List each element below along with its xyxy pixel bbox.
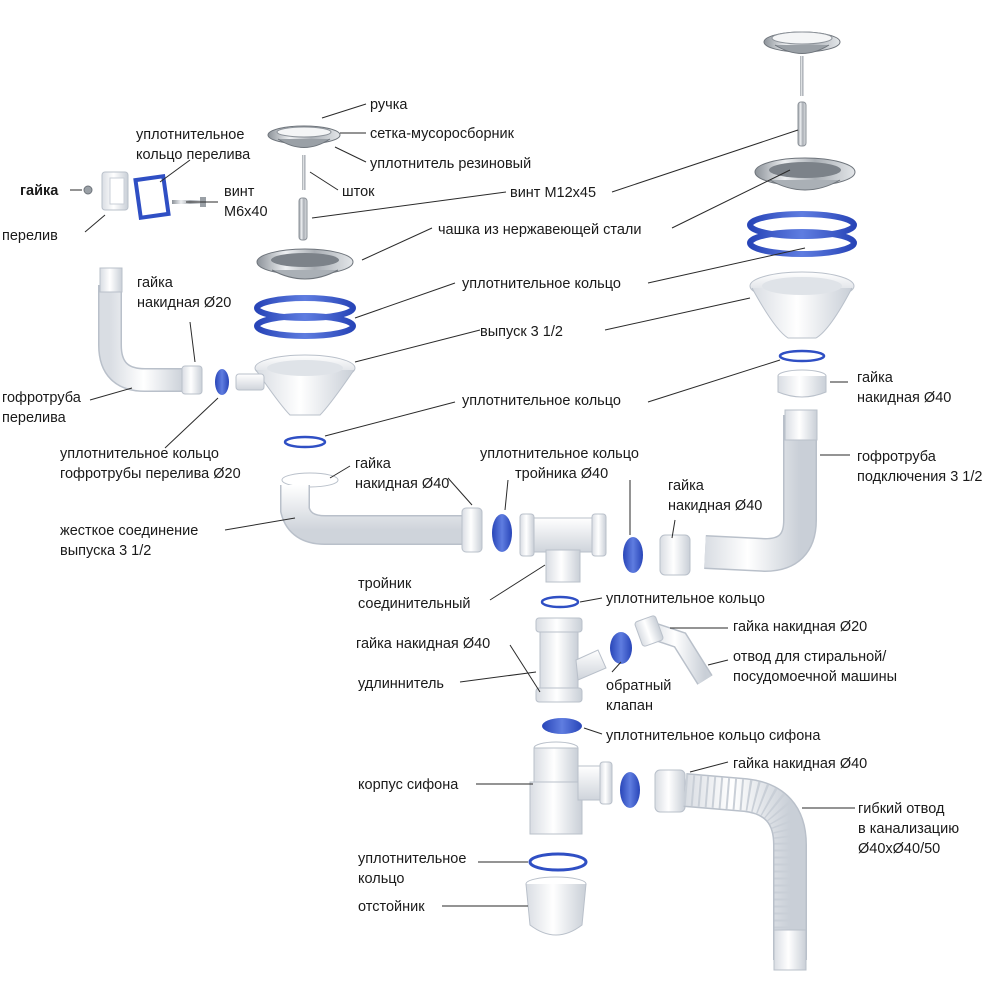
outlet-left: [235, 354, 356, 416]
label-cap-nut-40-left: гайка накидная Ø40: [355, 456, 449, 492]
rod-left: [302, 155, 306, 190]
overflow-pipe-ring: [215, 369, 229, 395]
label-extender: удлиннитель: [358, 676, 444, 692]
label-handle: ручка: [370, 97, 408, 113]
label-overflow-ring: уплотнительное кольцо перелива: [136, 127, 251, 163]
small-ring-left: [283, 435, 327, 449]
label-corrugated-overflow: гофротруба перелива: [2, 390, 85, 426]
label-screw-m12: винт М12х45: [510, 185, 596, 201]
screw-right: [797, 101, 807, 147]
siphon-side-ring: [620, 772, 640, 808]
label-sealing-ring-3: уплотнительное кольцо: [606, 591, 765, 607]
label-sealing-ring-1: уплотнительное кольцо: [462, 276, 621, 292]
label-sealing-ring-4: уплотнительное кольцо: [358, 851, 470, 887]
rod-right: [800, 56, 804, 96]
sump: [525, 876, 587, 936]
label-outlet-3-5: выпуск 3 1/2: [480, 324, 563, 340]
label-rod: шток: [342, 184, 375, 200]
label-tee-ring: уплотнительное кольцо тройника Ø40: [480, 446, 643, 482]
steel-cup-left: [256, 248, 354, 280]
label-steel-cup: чашка из нержавеющей стали: [438, 222, 641, 238]
tee-ring-right: [623, 537, 643, 573]
siphon-body: [529, 741, 613, 835]
overflow-gasket: [133, 173, 171, 221]
label-tee: тройник соединительный: [358, 576, 471, 612]
label-rigid-connection: жесткое соединение выпуска 3 1/2: [60, 523, 202, 559]
overflow-housing: [101, 171, 129, 211]
label-cap-nut-20-right: гайка накидная Ø20: [733, 619, 867, 635]
label-flex-outlet: гибкий отвод в канализацию Ø40хØ40/50: [858, 801, 963, 857]
label-siphon-ring: уплотнительное кольцо сифона: [606, 728, 821, 744]
label-screw-m6: винт М6х40: [224, 184, 268, 220]
corrugated-connection-pipe: [704, 409, 818, 573]
label-siphon-body: корпус сифона: [358, 777, 459, 793]
strainer-right: [763, 31, 841, 54]
outlet-right: [749, 271, 855, 339]
label-strainer: сетка-мусоросборник: [370, 126, 515, 142]
washer-outlet: [634, 615, 713, 685]
extender: [535, 617, 607, 703]
flexible-outlet-pipe: [654, 769, 807, 971]
steel-cup-right: [754, 157, 856, 191]
leader-lines: [70, 103, 855, 907]
label-cap-nut-40-right-top: гайка накидная Ø40: [857, 370, 951, 406]
label-sealing-ring-2: уплотнительное кольцо: [462, 393, 621, 409]
label-check-valve: обратный клапан: [606, 678, 675, 714]
rigid-connection-pipe: [280, 472, 483, 553]
label-corr-overflow-ring: уплотнительное кольцо гофротрубы перелив…: [60, 446, 241, 482]
label-cap-nut-40-ext: гайка накидная Ø40: [356, 636, 490, 652]
small-ring-right: [778, 349, 826, 363]
label-cap-nut-20-left: гайка накидная Ø20: [137, 275, 231, 311]
label-corrugated-connection: гофротруба подключения 3 1/2: [857, 449, 982, 485]
label-nut-small: гайка: [20, 183, 59, 199]
label-overflow: перелив: [2, 228, 58, 244]
label-cap-nut-40-mid: гайка накидная Ø40: [668, 478, 762, 514]
label-cap-nut-40-bottom: гайка накидная Ø40: [733, 756, 867, 772]
siphon-ring: [542, 718, 582, 734]
sealing-rings-left: [254, 295, 356, 339]
tee-ring-left: [492, 514, 512, 552]
corrugated-overflow-pipe: [98, 267, 203, 395]
tee-connector: [519, 513, 607, 583]
small-nut: [83, 185, 93, 195]
label-rubber-seal: уплотнитель резиновый: [370, 156, 531, 172]
sealing-rings-right: [747, 211, 857, 257]
check-valve: [610, 632, 632, 664]
cap-nut-right-mid: [659, 534, 691, 576]
screw-left: [298, 197, 308, 241]
strainer-left: [267, 125, 341, 148]
cap-nut-right-top: [777, 369, 827, 398]
small-ring-mid: [540, 595, 580, 609]
label-sump: отстойник: [358, 899, 425, 915]
sump-ring: [528, 852, 588, 872]
label-washer-outlet: отвод для стиральной/ посудомоечной маши…: [733, 649, 897, 685]
